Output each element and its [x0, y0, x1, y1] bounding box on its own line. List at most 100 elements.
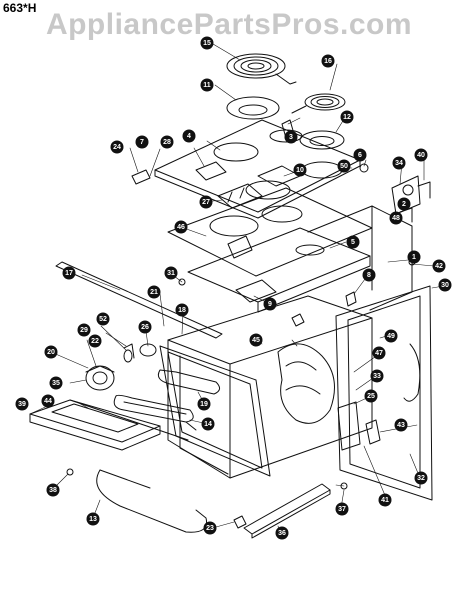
callout-48: 48 [389, 211, 403, 225]
callout-label: 40 [417, 152, 425, 159]
callout-circle [263, 297, 277, 311]
callout-label: 22 [91, 338, 99, 345]
callout-circle [293, 163, 307, 177]
callout-label: 50 [340, 163, 348, 170]
callout-circle [364, 389, 378, 403]
callout-label: 46 [177, 224, 185, 231]
callout-37: 37 [335, 502, 349, 516]
callout-22: 22 [88, 334, 102, 348]
drip-bowl-left [226, 96, 280, 120]
callout-19: 19 [197, 397, 211, 411]
callout-circle [96, 312, 110, 326]
chassis-top [187, 227, 371, 313]
callout-circle [394, 418, 408, 432]
door-hinge [337, 401, 381, 451]
callout-circle [372, 346, 386, 360]
callout-label: 3 [289, 134, 293, 141]
callout-29: 29 [77, 323, 91, 337]
callout-circle [370, 369, 384, 383]
callout-label: 32 [417, 475, 425, 482]
callout-label: 30 [441, 282, 449, 289]
callout-40: 40 [414, 148, 428, 162]
callout-7: 7 [135, 135, 149, 149]
callout-1: 1 [407, 250, 421, 264]
oven-insulation [277, 343, 335, 424]
callout-circle [88, 334, 102, 348]
callout-label: 13 [89, 516, 97, 523]
callout-circle [414, 471, 428, 485]
misc-fasteners [66, 163, 431, 529]
callout-31: 31 [164, 266, 178, 280]
callout-label: 24 [113, 144, 121, 151]
callout-label: 38 [49, 487, 57, 494]
callout-circle [41, 394, 55, 408]
callout-label: 34 [395, 160, 403, 167]
callout-20: 20 [44, 345, 58, 359]
callout-circle [44, 345, 58, 359]
callout-12: 12 [340, 110, 354, 124]
callout-9: 9 [263, 297, 277, 311]
callout-label: 12 [343, 114, 351, 121]
lower-element [96, 469, 208, 533]
callout-25: 25 [364, 389, 378, 403]
callout-13: 13 [86, 512, 100, 526]
callout-47: 47 [372, 346, 386, 360]
callout-46: 46 [174, 220, 188, 234]
callout-label: 39 [18, 401, 26, 408]
callout-circle [15, 397, 29, 411]
callout-circle [86, 512, 100, 526]
callout-circle [392, 156, 406, 170]
callout-36: 36 [275, 526, 289, 540]
callout-circle [203, 521, 217, 535]
callout-50: 50 [337, 159, 351, 173]
callout-circle [414, 148, 428, 162]
callout-circle [200, 78, 214, 92]
drip-bowl-right [299, 130, 345, 150]
callout-label: 6 [358, 152, 362, 159]
surface-element-large [226, 53, 297, 85]
callout-label: 27 [202, 199, 210, 206]
callout-27: 27 [199, 195, 213, 209]
broiler-drawer [29, 399, 189, 451]
callout-label: 43 [397, 422, 405, 429]
callout-circle [49, 376, 63, 390]
door-frame [159, 345, 271, 477]
callout-52: 52 [96, 312, 110, 326]
callout-circle [321, 54, 335, 68]
callout-circle [46, 483, 60, 497]
front-frame [335, 285, 433, 501]
callout-circle [249, 333, 263, 347]
callout-circle [164, 266, 178, 280]
callout-label: 4 [187, 133, 191, 140]
callout-42: 42 [432, 259, 446, 273]
callout-label: 29 [80, 327, 88, 334]
convection-fan [85, 365, 115, 391]
callout-33: 33 [370, 369, 384, 383]
callout-circle [432, 259, 446, 273]
callout-2: 2 [397, 197, 411, 211]
infinite-switch [195, 161, 227, 181]
callout-label: 42 [435, 263, 443, 270]
callout-11: 11 [200, 78, 214, 92]
callout-circle [175, 303, 189, 317]
callout-circle [199, 195, 213, 209]
callout-24: 24 [110, 140, 124, 154]
callout-5: 5 [346, 235, 360, 249]
callout-16: 16 [321, 54, 335, 68]
callout-circle [378, 493, 392, 507]
callout-label: 49 [387, 333, 395, 340]
callout-label: 44 [44, 398, 52, 405]
callout-circle [353, 148, 367, 162]
callout-circle [182, 129, 196, 143]
callout-label: 10 [296, 167, 304, 174]
surface-element-small [291, 93, 346, 114]
callout-label: 28 [163, 139, 171, 146]
callout-4: 4 [182, 129, 196, 143]
callout-label: 37 [338, 506, 346, 513]
callout-label: 8 [367, 272, 371, 279]
insulation [235, 279, 277, 303]
callout-circle [62, 266, 76, 280]
callout-41: 41 [378, 493, 392, 507]
callout-17: 17 [62, 266, 76, 280]
callout-34: 34 [392, 156, 406, 170]
